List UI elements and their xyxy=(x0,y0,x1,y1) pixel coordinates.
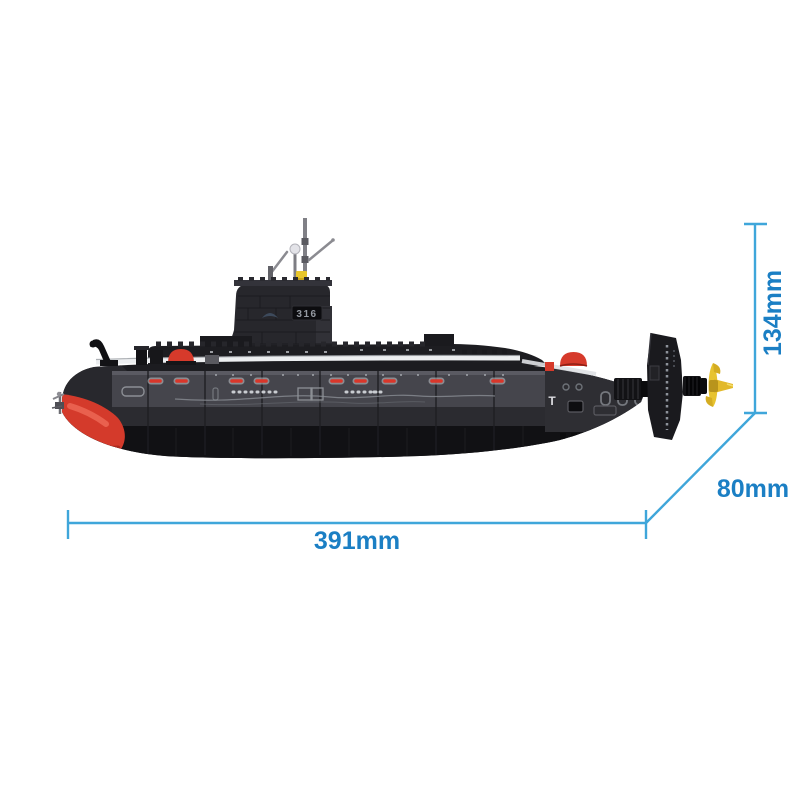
stern-marking: T xyxy=(548,394,556,408)
hull: T xyxy=(62,361,643,459)
radar-ball-icon xyxy=(289,243,301,255)
tail-fin xyxy=(647,332,683,440)
fore-hatch-dome xyxy=(168,349,194,363)
deck-fittings xyxy=(89,339,588,371)
bow-antenna-icon xyxy=(51,391,65,414)
length-dimension: 391mm xyxy=(66,510,648,555)
stern-assembly xyxy=(614,332,734,440)
submarine-illustration: 316 xyxy=(51,218,734,459)
height-dimension-label: 134mm xyxy=(759,270,787,356)
length-dimension-label: 391mm xyxy=(314,527,400,555)
stern-porthole xyxy=(600,391,611,406)
propeller-icon xyxy=(705,363,734,407)
torpedo-door-outline xyxy=(121,386,145,397)
dimension-annotations: 391mm 134mm 80mm xyxy=(66,222,789,555)
height-dimension: 134mm xyxy=(744,222,787,415)
sail-marking: 316 xyxy=(296,309,317,320)
sail-emblem-icon xyxy=(262,313,278,318)
depth-dimension-label: 80mm xyxy=(717,475,789,503)
aft-hatch-dome xyxy=(560,352,587,366)
periscope-masts-icon xyxy=(268,218,335,286)
wave-decal xyxy=(174,394,496,401)
depth-dimension: 80mm xyxy=(645,412,789,524)
bow-post xyxy=(136,348,147,365)
